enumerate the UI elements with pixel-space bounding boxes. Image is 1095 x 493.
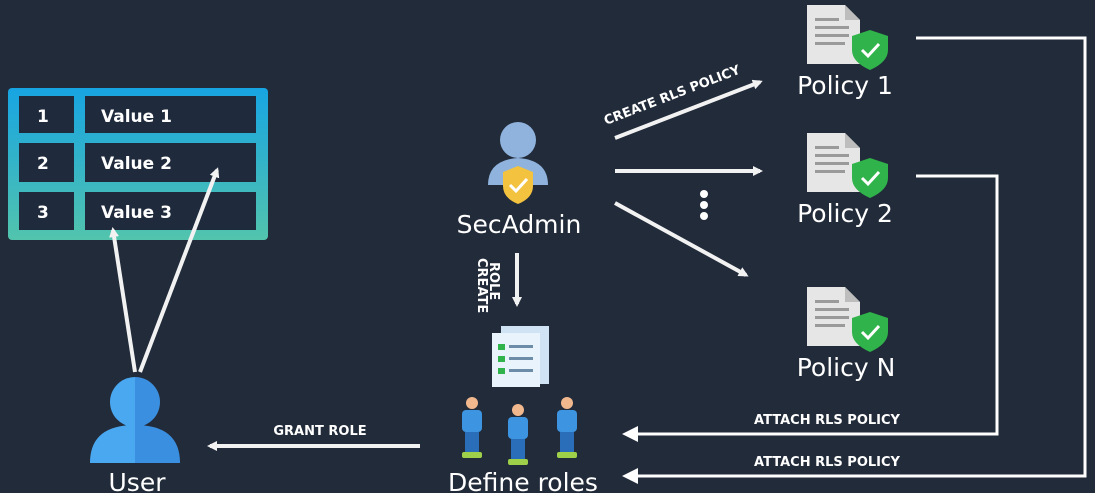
user-to-value2-arrow — [138, 167, 220, 373]
attach-policy-1-connector — [622, 36, 1087, 484]
create-role-label-line2: ROLE — [486, 262, 501, 300]
attach-rls-policy-label-2: ATTACH RLS POLICY — [754, 455, 901, 470]
policy-n-label: Policy N — [797, 353, 896, 382]
table-cell-value — [85, 96, 256, 133]
table-row-2-value: Value 2 — [101, 154, 172, 174]
table-cell-id — [19, 143, 74, 182]
table-row-2-id: 2 — [37, 154, 49, 174]
data-table: 1 Value 1 2 Value 2 3 Value 3 — [8, 88, 268, 240]
user-icon — [90, 377, 180, 463]
policy-2-document-icon — [807, 133, 888, 198]
table-cell-value — [85, 143, 256, 182]
table-row-1-value: Value 1 — [101, 107, 172, 127]
secadmin-label: SecAdmin — [457, 210, 582, 239]
table-row: 1 Value 1 — [19, 96, 256, 133]
ellipsis-icon — [700, 190, 708, 220]
policy-n-document-icon — [807, 287, 888, 352]
attach-rls-policy-label-1: ATTACH RLS POLICY — [754, 413, 901, 428]
table-row: 3 Value 3 — [19, 192, 256, 230]
person-icon — [557, 397, 577, 458]
person-icon — [508, 404, 528, 465]
grant-role-label: GRANT ROLE — [273, 424, 366, 439]
table-row-3-id: 3 — [37, 203, 49, 223]
user-label: User — [109, 468, 167, 493]
table-row-1-id: 1 — [37, 107, 49, 127]
table-row: 2 Value 2 — [19, 143, 256, 182]
table-cell-id — [19, 96, 74, 133]
user-to-value3-arrow — [109, 227, 137, 373]
policy-2-label: Policy 2 — [797, 199, 893, 228]
role-document-icon — [492, 326, 549, 387]
person-icon — [462, 397, 482, 458]
table-cell-value — [85, 192, 256, 230]
create-role-label-line1: CREATE — [474, 258, 489, 313]
policy-1-label: Policy 1 — [797, 71, 893, 100]
create-policy-n-arrow — [614, 201, 749, 277]
define-roles-label: Define roles — [448, 468, 598, 493]
secadmin-icon — [488, 122, 548, 204]
table-cell-id — [19, 192, 74, 230]
people-icon — [462, 397, 577, 465]
attach-policy-2-connector — [622, 174, 999, 442]
create-policy-1-arrow — [614, 79, 763, 140]
table-row-3-value: Value 3 — [101, 203, 172, 223]
policy-1-document-icon — [807, 5, 888, 70]
